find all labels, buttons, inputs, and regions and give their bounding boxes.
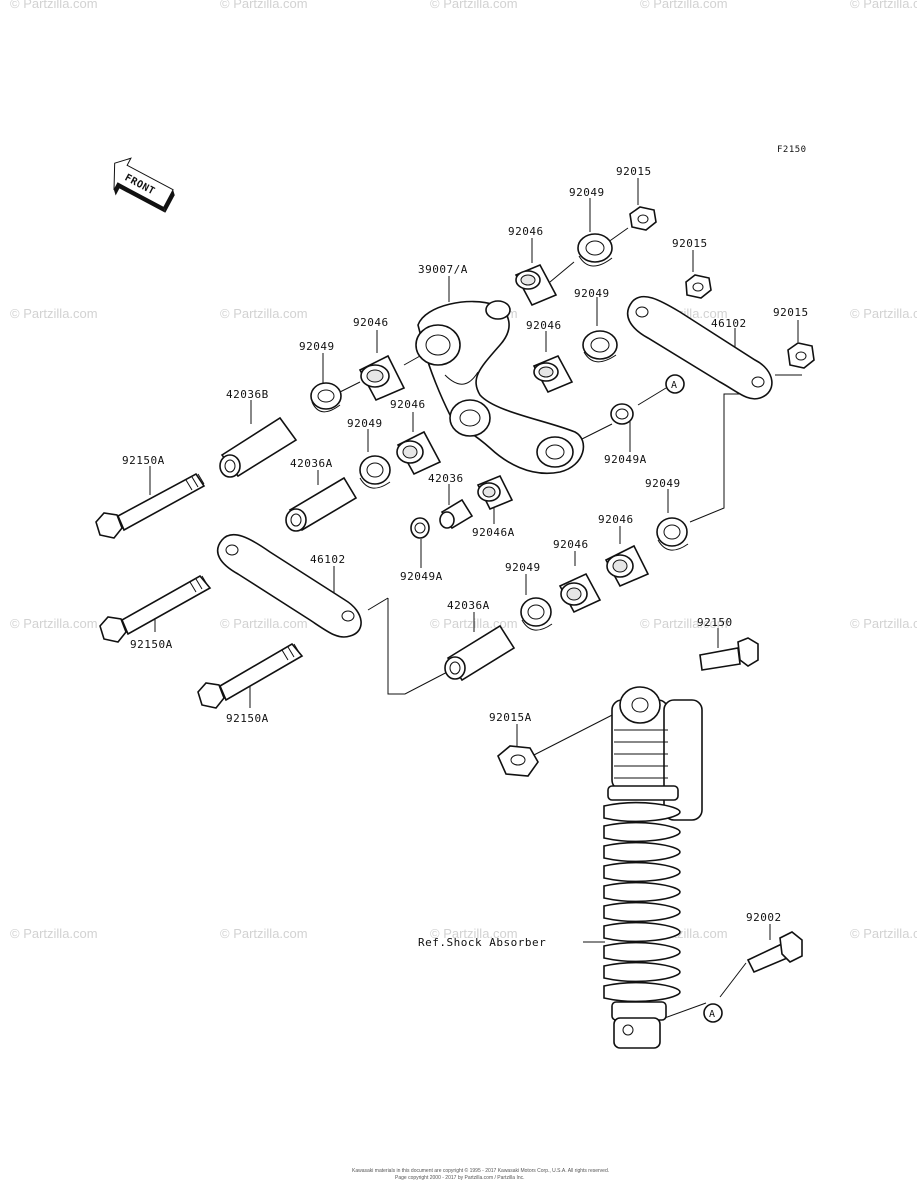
label-92046-center: 92046 (390, 398, 426, 411)
bearing-92046-right3 (558, 572, 602, 614)
bearing-92046-right2 (604, 544, 650, 588)
label-46102-right: 46102 (711, 317, 747, 330)
collar-92049-right2 (656, 517, 689, 551)
label-92049-mid: 92049 (574, 287, 610, 300)
watermark: © Partzilla.com (220, 0, 308, 11)
label-92046-right3: 92046 (553, 538, 589, 551)
label-42036: 42036 (428, 472, 464, 485)
label-92046-left: 92046 (353, 316, 389, 329)
bearing-92046-top (514, 263, 558, 307)
nut-92015A (497, 745, 539, 777)
label-92150: 92150 (697, 616, 733, 629)
collar-92049-top (577, 233, 613, 267)
footer-line-2: Page copyright 2000 - 2017 by Partzilla.… (395, 1175, 525, 1181)
callout-a-bottom: A (709, 1009, 716, 1020)
label-92049A-right: 92049A (604, 453, 647, 466)
collar-92049A-right (610, 403, 634, 425)
label-92049-right2: 92049 (645, 477, 681, 490)
label-42036B: 42036B (226, 388, 269, 401)
label-39007: 39007/A (418, 263, 468, 276)
label-92015-right: 92015 (773, 306, 809, 319)
collar-92049-right3 (520, 597, 553, 631)
front-arrow-icon: FRONT (113, 157, 175, 213)
label-92002: 92002 (746, 911, 782, 924)
label-92049A-left: 92049A (400, 570, 443, 583)
label-92046A: 92046A (472, 526, 515, 539)
watermark: © Partzilla.com (430, 0, 518, 11)
label-46102-left: 46102 (310, 553, 346, 566)
watermark: © Partzilla.com (640, 616, 728, 631)
watermarks: © Partzilla.com © Partzilla.com © Partzi… (10, 0, 917, 941)
callout-a-top: A (671, 380, 678, 391)
label-ref-shock-absorber: Ref.Shock Absorber (418, 936, 546, 949)
callout-a-top-circle (665, 374, 685, 394)
label-92150A-3: 92150A (226, 712, 269, 725)
watermark: © Partzilla.com (10, 0, 98, 11)
shock-absorber (603, 686, 703, 1049)
label-92015-mid: 92015 (672, 237, 708, 250)
callout-a-bottom-circle (703, 1003, 723, 1023)
sleeve-42036A-2 (444, 624, 516, 682)
bearing-92046-center (396, 430, 442, 476)
watermark: © Partzilla.com (850, 0, 917, 11)
rocker-arm-39007 (415, 300, 585, 475)
figure-code: F2150 (777, 145, 807, 155)
label-92015-top: 92015 (616, 165, 652, 178)
bearing-92046A (476, 474, 514, 511)
tie-rod-46102-left (216, 534, 362, 638)
label-42036A-2: 42036A (447, 599, 490, 612)
watermark: © Partzilla.com (220, 926, 308, 941)
nut-92015-right (787, 342, 815, 369)
label-42036A-1: 42036A (290, 457, 333, 470)
watermark: © Partzilla.com (220, 616, 308, 631)
nut-92015-top (629, 206, 657, 231)
label-92049-right3: 92049 (505, 561, 541, 574)
bolt-92002 (746, 931, 803, 974)
nut-92015-mid (685, 274, 712, 299)
label-92046-right2: 92046 (598, 513, 634, 526)
footer-line-1: Kawasaki materials in this document are … (352, 1167, 609, 1174)
tie-rod-46102-right (626, 295, 773, 400)
label-92046-top: 92046 (508, 225, 544, 238)
collar-92049-left (310, 382, 342, 413)
label-92049-top: 92049 (569, 186, 605, 199)
watermark: © Partzilla.com (10, 926, 98, 941)
collar-92049-center (359, 455, 391, 489)
sleeve-42036 (439, 498, 474, 530)
watermark: © Partzilla.com (430, 926, 518, 941)
part-labels: 92015 92049 92046 92015 39007/A 92049 92… (122, 165, 809, 1020)
label-92049-left: 92049 (299, 340, 335, 353)
collar-92049A-left (410, 517, 430, 539)
watermark: © Partzilla.com (850, 926, 917, 941)
footer-copyright: Kawasaki materials in this document are … (352, 1167, 609, 1181)
label-92150A-1: 92150A (122, 454, 165, 467)
parts-drawings (95, 206, 815, 1049)
watermark: © Partzilla.com (850, 616, 917, 631)
watermark: © Partzilla.com (640, 0, 728, 11)
bolt-92150A-3 (197, 642, 304, 709)
watermark: © Partzilla.com (10, 306, 98, 321)
label-92015A: 92015A (489, 711, 532, 724)
bolt-92150A-1 (95, 472, 206, 539)
collar-92049-mid (582, 330, 618, 363)
watermark: © Partzilla.com (850, 306, 917, 321)
label-92049-center: 92049 (347, 417, 383, 430)
sleeve-42036A-1 (285, 476, 358, 532)
watermark: © Partzilla.com (10, 616, 98, 631)
sleeve-42036B (219, 416, 298, 478)
label-92046-mid: 92046 (526, 319, 562, 332)
bearing-92046-left (358, 354, 406, 402)
watermark: © Partzilla.com (220, 306, 308, 321)
label-92150A-2: 92150A (130, 638, 173, 651)
bolt-92150 (699, 637, 759, 671)
bolt-92150A-2 (99, 574, 212, 643)
bearing-92046-mid (532, 354, 574, 394)
